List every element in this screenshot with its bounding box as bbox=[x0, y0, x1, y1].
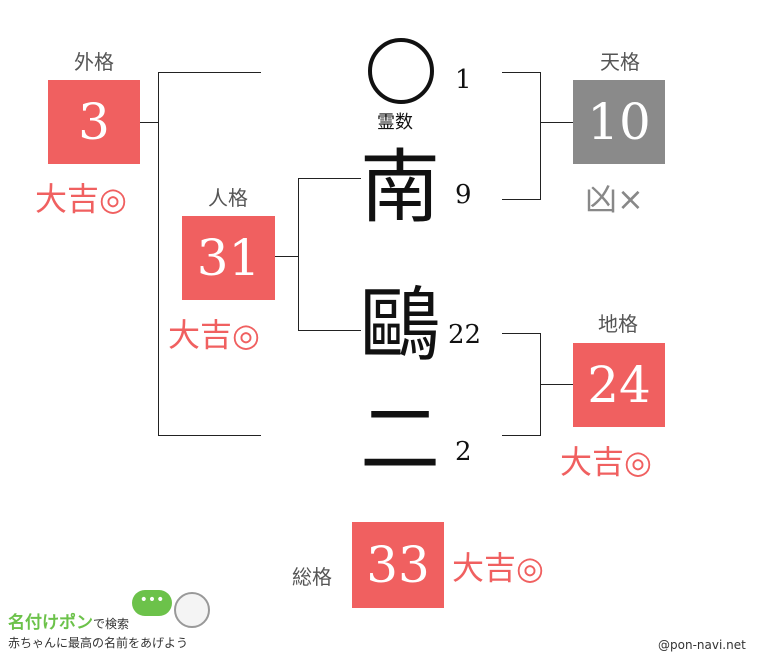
outer-bracket-top bbox=[158, 72, 261, 73]
logo-tagline: 赤ちゃんに最高の名前をあげよう bbox=[8, 636, 189, 650]
logo-title-sub: で検索 bbox=[93, 617, 130, 631]
jinkaku-bracket-bottom bbox=[298, 330, 361, 331]
logo-baby-icon bbox=[174, 592, 210, 628]
gaikaku-value: 3 bbox=[78, 93, 110, 151]
gaikaku-label: 外格 bbox=[74, 50, 114, 74]
soukaku-label: 総格 bbox=[292, 565, 332, 589]
logo-title-main: 名付けポン bbox=[8, 613, 93, 633]
chikaku-value: 24 bbox=[587, 356, 651, 414]
name-char-1-strokes: 9 bbox=[455, 180, 472, 210]
tenkaku-value-box: 10 bbox=[573, 80, 665, 164]
site-credit: @pon-navi.net bbox=[658, 638, 746, 652]
soukaku-fortune: 大吉◎ bbox=[452, 549, 544, 587]
tenkaku-fortune: 凶× bbox=[585, 180, 644, 218]
outer-bracket-stub bbox=[140, 122, 158, 123]
name-char-2-strokes: 22 bbox=[448, 320, 482, 350]
jinkaku-bracket-top bbox=[298, 178, 361, 179]
name-char-1: 南 bbox=[360, 141, 440, 234]
chikaku-bracket-stub bbox=[540, 384, 573, 385]
gaikaku-value-box: 3 bbox=[48, 80, 140, 164]
jinkaku-value: 31 bbox=[196, 229, 261, 287]
tenkaku-value: 10 bbox=[587, 93, 651, 151]
tenkaku-label: 天格 bbox=[600, 50, 640, 74]
tenkaku-bracket-vertical bbox=[540, 72, 541, 200]
soukaku-value-box: 33 bbox=[352, 522, 444, 608]
jinkaku-bracket-stub bbox=[275, 256, 298, 257]
jinkaku-label: 人格 bbox=[208, 186, 248, 210]
name-char-2: 鷗 bbox=[360, 279, 440, 372]
outer-bracket-bottom bbox=[158, 435, 261, 436]
tenkaku-bracket-top bbox=[502, 72, 540, 73]
chikaku-bracket-bottom bbox=[502, 435, 540, 436]
jinkaku-fortune: 大吉◎ bbox=[168, 316, 260, 354]
reisu-circle-icon bbox=[368, 38, 434, 104]
logo-title: 名付けポンで検索 bbox=[8, 608, 129, 633]
reisu-label: 霊数 bbox=[377, 112, 413, 133]
chikaku-value-box: 24 bbox=[573, 343, 665, 427]
soukaku-value: 33 bbox=[366, 536, 430, 594]
tenkaku-bracket-stub bbox=[540, 122, 573, 123]
chikaku-fortune: 大吉◎ bbox=[560, 443, 652, 481]
gaikaku-fortune: 大吉◎ bbox=[35, 180, 127, 218]
name-char-3: 二 bbox=[360, 393, 440, 486]
chikaku-label: 地格 bbox=[598, 312, 638, 336]
logo[interactable]: ••• 名付けポンで検索 赤ちゃんに最高の名前をあげよう bbox=[8, 590, 218, 660]
chikaku-bracket-top bbox=[502, 333, 540, 334]
name-char-3-strokes: 2 bbox=[455, 437, 472, 467]
jinkaku-bracket-vertical bbox=[298, 178, 299, 331]
tenkaku-bracket-bottom bbox=[502, 199, 540, 200]
logo-speech-bubble-icon: ••• bbox=[132, 590, 172, 616]
reisu-count: 1 bbox=[455, 65, 472, 95]
outer-bracket-vertical bbox=[158, 72, 159, 436]
jinkaku-value-box: 31 bbox=[182, 216, 275, 300]
